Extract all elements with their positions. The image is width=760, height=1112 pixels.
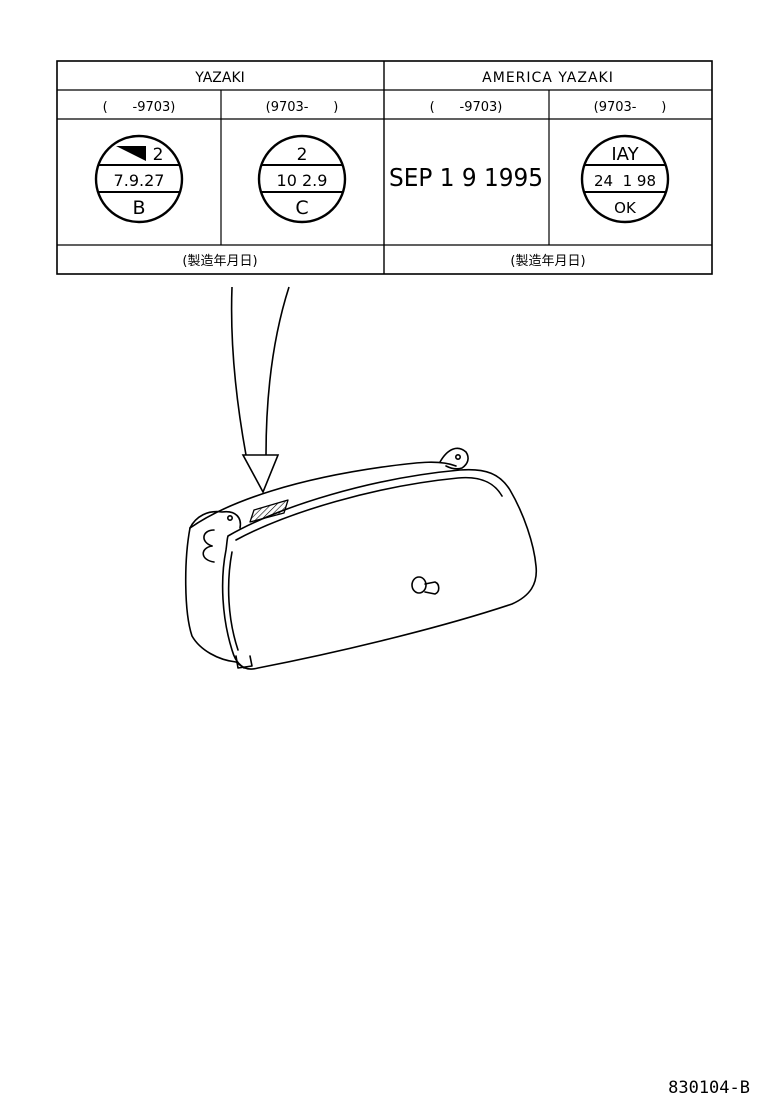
period-after-9703: (9703- ) — [594, 100, 667, 115]
stamp-middle-text: 24 1 98 — [594, 172, 656, 190]
stamp-top-text: IAY — [611, 144, 639, 165]
manufacture-date-note: (製造年月日) — [510, 254, 585, 269]
combination-meter-illustration — [184, 447, 538, 670]
group-header-america-yazaki: AMERICA YAZAKI — [482, 70, 614, 86]
manufacture-date-note: (製造年月日) — [182, 254, 257, 269]
stamp-bottom-text: B — [132, 197, 145, 219]
hatched-label — [249, 499, 289, 523]
date-code-table — [56, 60, 713, 275]
period-after-9703: (9703- ) — [266, 100, 339, 115]
period-before-9703: ( -9703) — [103, 100, 176, 115]
stamp-top-text: 2 — [153, 145, 164, 165]
stamp-middle-text: 10 2.9 — [277, 171, 328, 190]
stamp-bottom-text: OK — [614, 199, 637, 217]
stamp-middle-text: 7.9.27 — [114, 171, 165, 190]
filled-wedge-mark — [116, 146, 146, 161]
group-header-yazaki: YAZAKI — [194, 70, 245, 86]
date-stamp: 2 10 2.9 C — [257, 134, 347, 224]
pointer-arrow — [230, 286, 290, 494]
date-stamp: IAY 24 1 98 OK — [580, 134, 670, 224]
stamp-top-text: 2 — [297, 145, 308, 165]
period-before-9703: ( -9703) — [430, 100, 503, 115]
figure-code: 830104-B — [668, 1078, 750, 1098]
date-stamp-text: SEP 1 9 1995 — [389, 163, 543, 192]
date-stamp: 2 7.9.27 B — [94, 134, 184, 224]
stamp-bottom-text: C — [295, 197, 308, 219]
